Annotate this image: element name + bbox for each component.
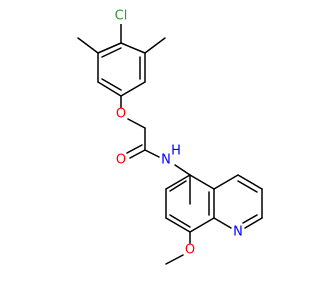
- atom-labels: Cl O O H N N O: [110, 8, 243, 258]
- bond-c-o-double-a: [129, 149, 146, 159]
- bond-q-5: [189, 217, 215, 233]
- molecule-canvas: Cl O O H N N O: [77, 8, 263, 265]
- molecule-structure: Cl O O H N N O: [77, 8, 263, 265]
- atom-n-ring: N: [233, 225, 243, 240]
- bonds: [77, 23, 263, 265]
- bond-o-ch3: [165, 254, 184, 265]
- bond-ring1-d: [97, 81, 122, 97]
- bond-methyl-left: [77, 37, 99, 54]
- bond-methyl-right: [144, 37, 166, 54]
- atom-h-amide: H: [171, 144, 181, 159]
- atom-n-amide: N: [161, 153, 171, 168]
- bond-ring1-f: [97, 42, 122, 54]
- bond-q-7: [189, 174, 215, 190]
- atom-cl: Cl: [115, 9, 128, 24]
- bond-o-ch2: [127, 118, 146, 129]
- bond-c-n: [144, 149, 160, 158]
- bond-p-2: [237, 174, 263, 190]
- bond-q-4: [165, 217, 191, 233]
- bond-p-2-inner: [237, 180, 258, 193]
- atom-o-methoxy: O: [185, 243, 195, 258]
- bond-p-4: [244, 217, 263, 229]
- bond-p-4-inner: [242, 214, 258, 224]
- bond-q-2: [165, 174, 191, 190]
- atom-o-ether: O: [116, 107, 126, 122]
- bond-p-1: [213, 174, 239, 190]
- bond-p-5: [213, 217, 232, 229]
- bond-ring1-d-inner: [101, 78, 122, 91]
- bond-q-4-inner: [169, 214, 191, 228]
- bond-ring1-c: [120, 81, 146, 97]
- atom-o-carbonyl: O: [116, 153, 126, 168]
- bond-c-o-double-b: [126, 144, 143, 154]
- bond-q-2-inner: [169, 180, 187, 192]
- bond-ring1-a: [120, 42, 146, 54]
- bond-ring1-f-inner: [101, 47, 122, 58]
- bond-n-c5: [174, 164, 191, 176]
